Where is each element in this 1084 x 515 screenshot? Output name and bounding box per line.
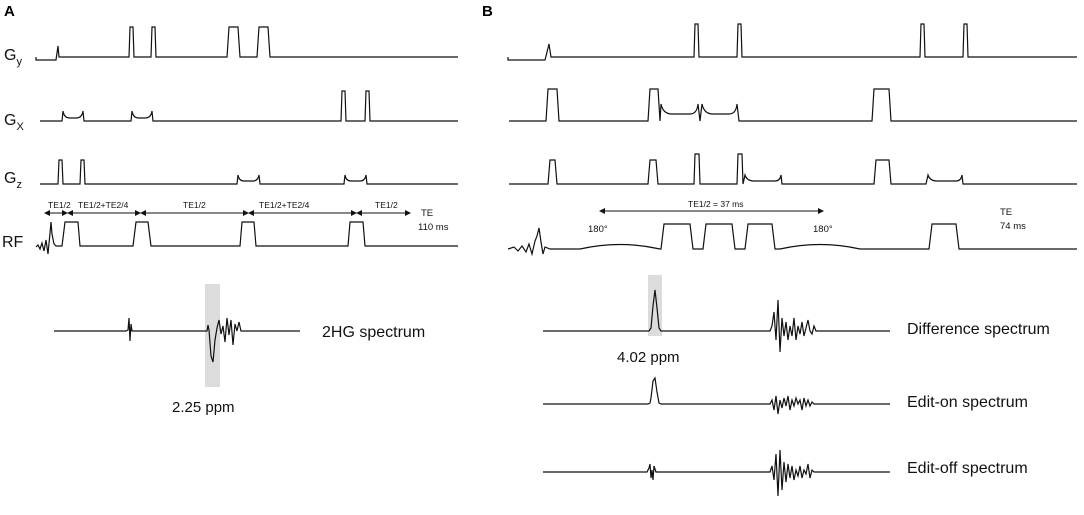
- panel-a-gx-trace: [40, 90, 458, 122]
- panel-b-gz-trace: [509, 153, 1077, 185]
- panel-b-te-label: TE: [1000, 207, 1012, 218]
- panel-b-pulse-left: 180°: [588, 224, 608, 235]
- panel-a-te-label: TE: [421, 208, 433, 219]
- panel-b-timing-label: TE1/2 = 37 ms: [688, 199, 744, 209]
- panel-a-gy-row: Gy: [4, 26, 458, 68]
- panel-b-label: B: [482, 3, 493, 20]
- panel-b-timing: TE1/2 = 37 ms 180° 180° TE 74 ms: [588, 199, 1026, 235]
- panel-a-timing-bar: TE1/2 TE1/2+TE2/4 TE1/2 TE1/2+TE2/4 TE1/…: [44, 200, 449, 233]
- panel-b-edit-on-spectrum: Edit-on spectrum: [543, 376, 1028, 415]
- panel-a: A Gy GX Gz TE1/2 TE1/2+TE2/4 TE1/2 TE1/2…: [2, 3, 458, 416]
- panel-b-ppm-label: 4.02 ppm: [617, 349, 680, 366]
- panel-b-te-value: 74 ms: [1000, 221, 1026, 232]
- panel-b-difference-label: Difference spectrum: [907, 321, 1050, 338]
- panel-a-rf-label: RF: [2, 234, 24, 251]
- timing-label-5: TE1/2: [375, 200, 398, 210]
- panel-b-gy-trace: [507, 23, 1077, 61]
- panel-b-pulse-right: 180°: [813, 224, 833, 235]
- panel-a-2hg-spectrum: 2HG spectrum 2.25 ppm: [54, 284, 425, 416]
- panel-a-te-value: 110 ms: [418, 222, 449, 233]
- panel-a-gz-trace: [40, 159, 458, 185]
- panel-b-edit-off-label: Edit-off spectrum: [907, 460, 1028, 477]
- timing-label-2: TE1/2+TE2/4: [78, 200, 129, 210]
- panel-b-edit-on-trace: [543, 376, 890, 415]
- panel-a-rf-trace: [35, 221, 458, 255]
- panel-a-spectrum-trace: [54, 317, 300, 363]
- panel-b-gx-trace: [509, 88, 1077, 122]
- panel-a-ppm-highlight: [205, 284, 220, 387]
- panel-b-rf-trace: [507, 223, 1077, 257]
- panel-b-edit-off-spectrum: Edit-off spectrum: [543, 449, 1028, 497]
- panel-a-gy-label: Gy: [4, 47, 22, 68]
- panel-a-label: A: [4, 3, 15, 20]
- timing-label-4: TE1/2+TE2/4: [259, 200, 310, 210]
- panel-a-gy-trace: [35, 26, 458, 61]
- timing-label-1: TE1/2: [48, 200, 71, 210]
- panel-a-rf-row: RF: [2, 221, 458, 255]
- panel-b-difference-trace: [543, 289, 890, 353]
- panel-a-spectrum-label: 2HG spectrum: [322, 324, 425, 341]
- panel-a-gz-label: Gz: [4, 170, 22, 191]
- timing-label-3: TE1/2: [183, 200, 206, 210]
- panel-a-ppm-label: 2.25 ppm: [172, 399, 235, 416]
- panel-b-difference-spectrum: Difference spectrum 4.02 ppm: [543, 275, 1050, 366]
- panel-a-gx-row: GX: [4, 90, 458, 133]
- panel-b-edit-on-label: Edit-on spectrum: [907, 394, 1028, 411]
- panel-b-edit-off-trace: [543, 449, 890, 497]
- panel-a-gx-label: GX: [4, 112, 24, 133]
- panel-a-gz-row: Gz: [4, 159, 458, 191]
- panel-b: B TE1/2 = 37 ms 180° 180° TE 74 ms Diffe…: [482, 3, 1077, 497]
- panel-b-ppm-highlight: [648, 275, 662, 336]
